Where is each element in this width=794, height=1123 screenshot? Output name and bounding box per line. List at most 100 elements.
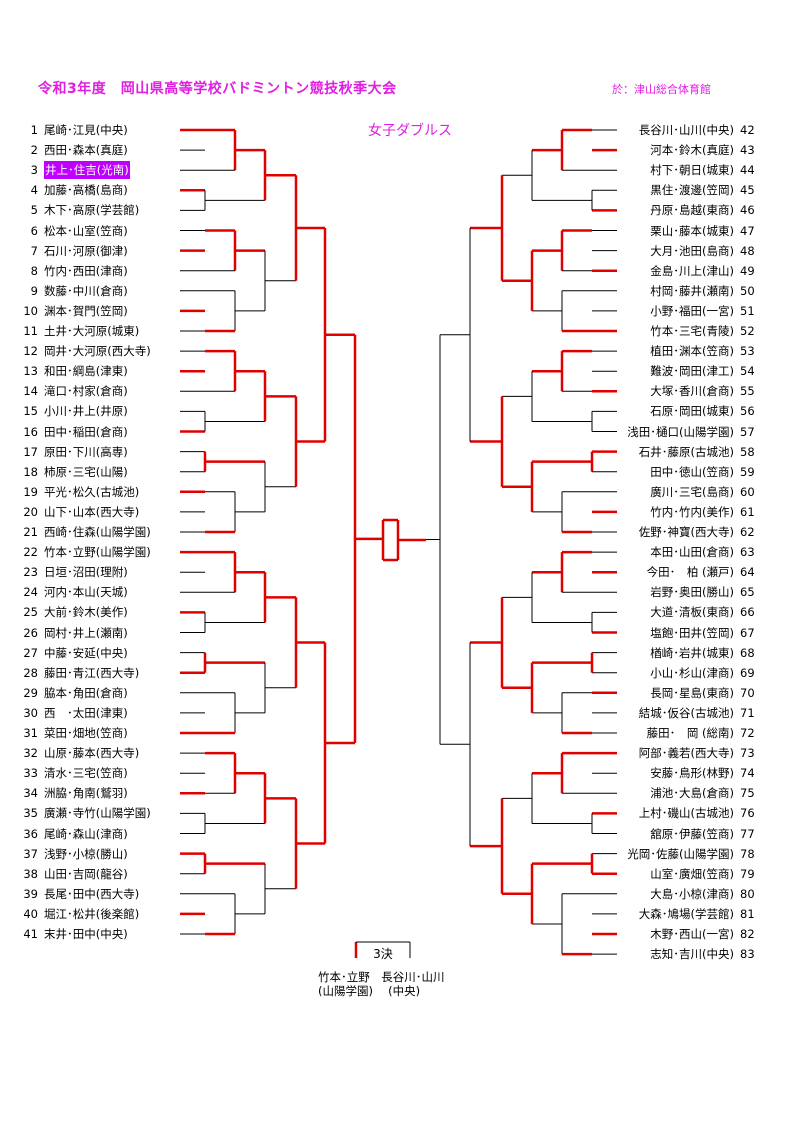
entry-name: 浅野･小椋(勝山) — [44, 846, 128, 861]
entry-number: 73 — [740, 746, 755, 761]
entry-number: 56 — [740, 404, 755, 419]
entry-83: 志知･吉川(中央)83 — [650, 945, 768, 963]
entry-number: 4 — [30, 183, 38, 198]
entry-number: 65 — [740, 585, 755, 600]
entry-number: 19 — [23, 484, 38, 499]
entry-number: 37 — [23, 846, 38, 861]
entry-19: 19 平光･松久(古城池) — [16, 483, 139, 501]
entry-number: 79 — [740, 866, 755, 881]
entry-69: 小山･杉山(津商)69 — [650, 664, 768, 682]
entry-number: 53 — [740, 344, 755, 359]
entry-name: 洲脇･角南(鷲羽) — [44, 786, 128, 801]
entry-63: 本田･山田(倉商)63 — [650, 543, 768, 561]
entry-number: 58 — [740, 444, 755, 459]
entry-81: 大森･鳩場(学芸館)81 — [639, 905, 768, 923]
entry-name: 西崎･住森(山陽学園) — [44, 525, 151, 539]
entry-name: 尾崎･森山(津商) — [44, 826, 128, 841]
entry-number: 39 — [23, 886, 38, 901]
entry-number: 40 — [23, 906, 38, 921]
entry-number: 36 — [23, 826, 38, 841]
entry-name: 金島･川上(津山) — [650, 263, 734, 278]
entry-name: 難波･岡田(津工) — [650, 364, 734, 379]
entry-54: 難波･岡田(津工)54 — [650, 362, 768, 380]
entry-number: 77 — [740, 826, 755, 841]
entry-name: 結城･仮谷(古城池) — [638, 705, 734, 720]
entry-name: 小川･井上(井原) — [44, 404, 128, 419]
entry-name: 柿原･三宅(山陽) — [44, 464, 128, 479]
entry-21: 21 西崎･住森(山陽学園) — [16, 523, 151, 541]
entry-44: 村下･朝日(城東)44 — [650, 161, 768, 179]
entry-number: 21 — [23, 525, 38, 539]
entry-name: 田中･稲田(倉商) — [44, 424, 128, 439]
entry-45: 黒住･渡邊(笠岡)45 — [650, 181, 768, 199]
entry-name: 山下･山本(西大寺) — [44, 504, 140, 519]
entry-name: 原田･下川(高専) — [44, 444, 128, 459]
entry-name: 小野･福田(一宮) — [650, 303, 734, 318]
entry-name: 平光･松久(古城池) — [44, 484, 140, 499]
entry-number: 25 — [23, 605, 38, 620]
entry-number: 67 — [740, 625, 755, 640]
entry-50: 村岡･藤井(瀬南)50 — [650, 282, 768, 300]
entry-name: 上村･磯山(古城池) — [638, 806, 734, 821]
entry-number: 57 — [740, 424, 755, 439]
entry-number: 76 — [740, 806, 755, 821]
entry-name: 堀江･松井(後楽館) — [44, 906, 140, 921]
third-place-names: 竹本･立野 長谷川･山川 (山陽学園) (中央) — [318, 970, 445, 998]
entry-number: 9 — [30, 283, 38, 298]
entry-number: 2 — [30, 143, 38, 158]
entry-46: 丹原･島越(東商)46 — [650, 201, 768, 219]
entry-name: 井上･住吉(光南) — [44, 161, 130, 180]
entry-43: 河本･鈴木(真庭)43 — [650, 141, 768, 159]
entry-name: 山原･藤本(西大寺) — [44, 746, 140, 761]
entry-number: 8 — [30, 263, 38, 278]
entry-number: 60 — [740, 484, 755, 499]
entry-number: 44 — [740, 163, 755, 178]
entry-42: 長谷川･山川(中央)42 — [639, 121, 768, 139]
entry-name: 竹本･三宅(青陵) — [650, 324, 734, 338]
entry-56: 石原･岡田(城東) 56 — [650, 402, 768, 420]
entry-name: 廣瀬･寺竹(山陽学園) — [44, 806, 151, 821]
entry-name: 岡村･井上(瀬南) — [44, 625, 128, 640]
entry-name: 渊本･賀門(笠岡) — [44, 303, 128, 318]
entry-name: 末井･田中(中央) — [44, 927, 128, 941]
entry-number: 59 — [740, 464, 755, 479]
entry-name: 河本･鈴木(真庭) — [650, 143, 734, 158]
entry-name: 西 ･太田(津東) — [44, 705, 128, 720]
entry-59: 田中･徳山(笠商) 59 — [650, 463, 768, 481]
entry-number: 38 — [23, 866, 38, 881]
entry-name: 舘原･伊藤(笠商) — [650, 826, 734, 841]
entry-number: 16 — [23, 424, 38, 439]
entry-name: 石原･岡田(城東) — [650, 404, 734, 419]
entry-name: 石井･藤原(古城池) — [638, 444, 734, 459]
entry-name: 廣川･三宅(島商) — [650, 484, 734, 499]
entry-number: 22 — [23, 545, 38, 560]
entry-name: 栗山･藤本(城東) — [650, 223, 734, 238]
entry-name: 田中･徳山(笠商) — [650, 464, 734, 479]
entry-name: 塩飽･田井(笠岡) — [650, 625, 734, 640]
entry-number: 74 — [740, 766, 755, 781]
entry-name: 藤田･ 岡 (総南) — [646, 726, 734, 740]
entry-number: 49 — [740, 263, 755, 278]
entry-name: 佐野･神寶(西大寺) — [638, 525, 734, 539]
entry-name: 大森･鳩場(学芸館) — [638, 906, 734, 921]
entry-number: 75 — [740, 786, 755, 801]
entry-78: 光岡･佐藤(山陽学園)78 — [627, 845, 768, 863]
entry-name: 岡井･大河原(西大寺) — [44, 344, 151, 359]
entry-name: 長岡･星島(東商) — [650, 685, 734, 700]
entry-name: 藤田･青江(西大寺) — [44, 665, 140, 680]
entry-name: 木野･西山(一宮) — [650, 927, 734, 941]
entry-79: 山室･廣畑(笠商)79 — [650, 865, 768, 883]
entry-number: 45 — [740, 183, 755, 198]
entry-name: 菜田･畑地(笠商) — [44, 726, 128, 740]
entry-number: 71 — [740, 705, 755, 720]
entry-number: 7 — [30, 243, 38, 258]
